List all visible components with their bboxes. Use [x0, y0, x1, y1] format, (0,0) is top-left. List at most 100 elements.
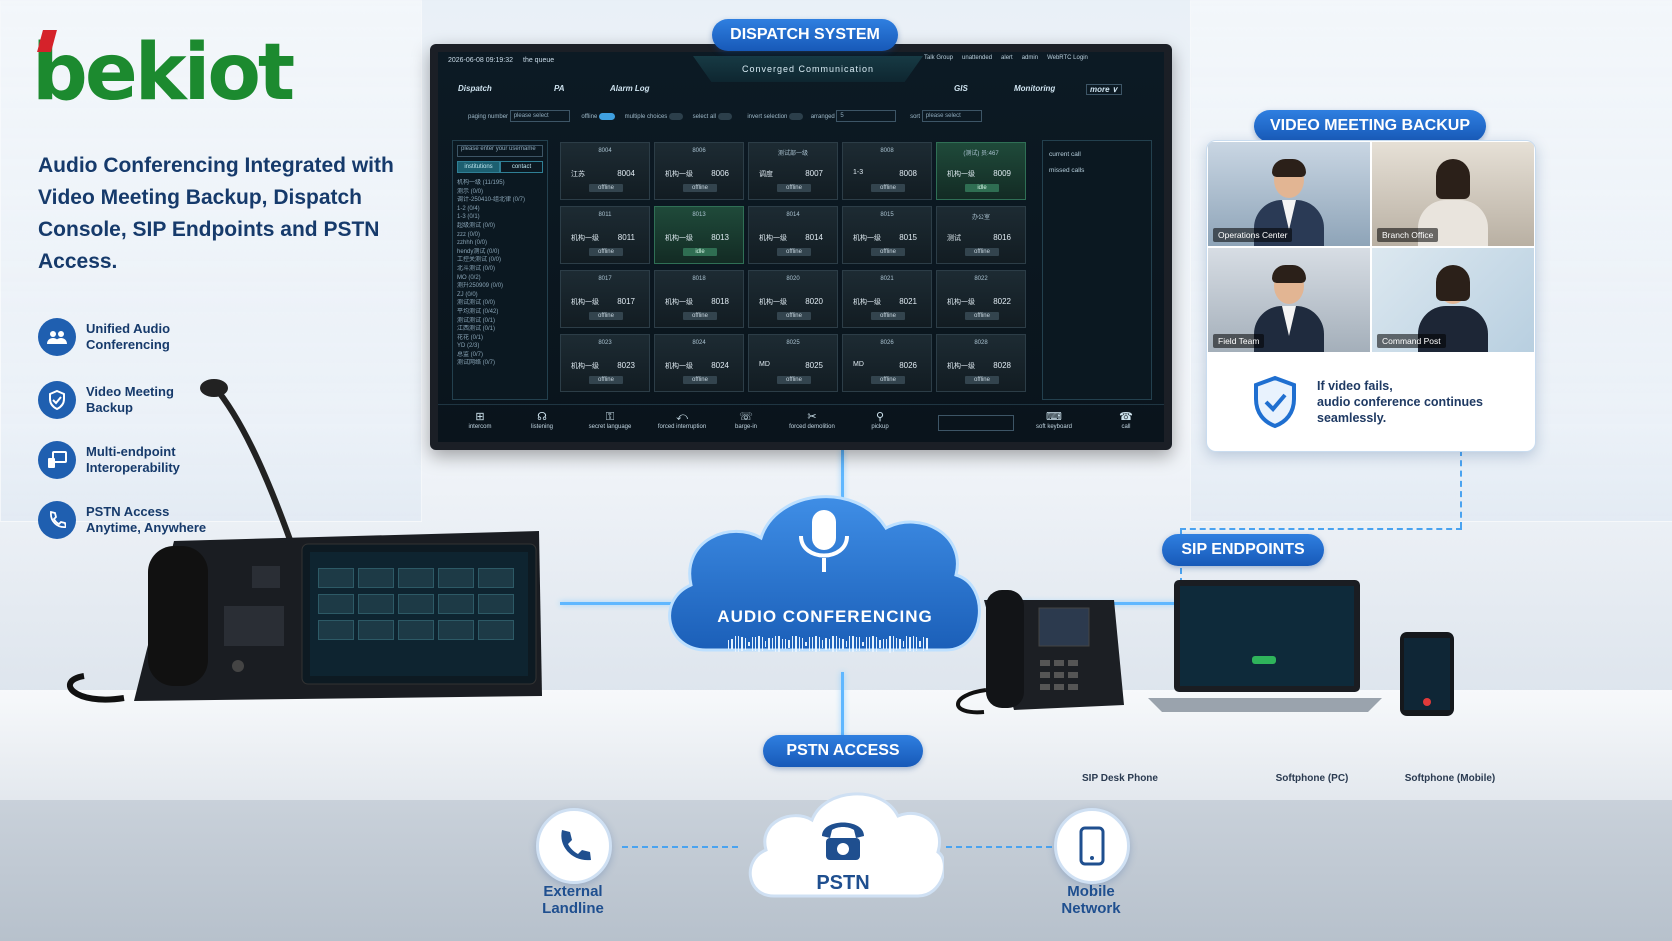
video-tile-branch[interactable]: Branch Office: [1372, 142, 1534, 246]
tab-gis[interactable]: GIS: [954, 84, 968, 93]
group-item[interactable]: 平均测试 (0/42): [457, 308, 499, 315]
username-search-input[interactable]: please enter your username: [457, 145, 543, 157]
waveform-bar: [869, 637, 871, 651]
extension-name: MD: [759, 361, 770, 368]
talk-group-link[interactable]: Talk Group: [924, 55, 954, 61]
secret-language-button[interactable]: ⚿secret language: [580, 411, 640, 430]
current-call-item[interactable]: current call: [1049, 151, 1081, 158]
extension-code: 测试部一级: [777, 151, 808, 157]
video-tile-operations[interactable]: Operations Center: [1208, 142, 1370, 246]
pickup-button[interactable]: ⚲pickup: [850, 411, 910, 430]
group-item[interactable]: 测示 (0/0): [457, 188, 484, 195]
softphone-pc-caption: Softphone (PC): [1275, 773, 1349, 784]
landline-icon-circle: [536, 808, 612, 884]
group-item[interactable]: zzhhh (0/0): [457, 240, 488, 247]
alert-link[interactable]: alert: [1001, 55, 1013, 61]
queue-indicator[interactable]: the queue: [523, 56, 555, 64]
webrtc-login[interactable]: WebRTC Login: [1047, 55, 1088, 61]
tab-institutions[interactable]: institutions: [457, 161, 500, 173]
connector-monitor-cloud: [841, 450, 844, 508]
extension-code: 8025: [786, 340, 800, 346]
group-item[interactable]: 测升250909 (0/0): [457, 283, 504, 290]
extension-number: 8008: [899, 169, 917, 178]
extension-name: 机构一级: [665, 171, 693, 178]
group-item[interactable]: 调计-250410-组北律 (0/7): [457, 197, 526, 204]
phone-icon: [38, 501, 76, 539]
tab-monitoring[interactable]: Monitoring: [1014, 84, 1056, 93]
listening-button[interactable]: ☊listening: [512, 411, 572, 430]
multiple-choices-toggle[interactable]: [668, 112, 683, 120]
tab-more[interactable]: more ∨: [1086, 84, 1122, 95]
extension-status: offline: [683, 184, 717, 192]
waveform-bar: [879, 639, 881, 649]
call-button[interactable]: ☎call: [1096, 411, 1156, 430]
barge-in-button[interactable]: ☏barge-in: [716, 411, 776, 430]
group-item[interactable]: 总监 (0/7): [457, 351, 484, 358]
group-item[interactable]: 测试网络 (0/7): [457, 360, 496, 367]
offline-toggle[interactable]: [598, 112, 615, 120]
tab-contact[interactable]: contact: [500, 161, 543, 173]
select-all-toggle[interactable]: [717, 112, 732, 120]
group-item[interactable]: 1-3 (0/1): [457, 214, 480, 221]
admin-user[interactable]: admin: [1021, 55, 1039, 61]
group-item[interactable]: YD (2/3): [457, 343, 480, 350]
video-tile-field[interactable]: Field Team: [1208, 248, 1370, 352]
tab-dispatch[interactable]: Dispatch: [458, 84, 492, 93]
intercom-button[interactable]: ⊞intercom: [450, 411, 510, 430]
group-item[interactable]: 江西测试 (0/1): [457, 326, 496, 333]
group-item[interactable]: ZJ (0/0): [457, 291, 478, 298]
soft-keyboard-button[interactable]: ⌨soft keyboard: [1024, 411, 1084, 430]
group-item[interactable]: 花花 (0/1): [457, 334, 484, 341]
sort-select[interactable]: please select: [921, 110, 982, 122]
extension-code: (测试) 员:467: [963, 151, 999, 157]
paging-number-select[interactable]: please select: [509, 110, 570, 122]
unattended-link[interactable]: unattended: [962, 55, 993, 61]
group-item[interactable]: hendy测试 (0/0): [457, 248, 500, 255]
forced-interruption-button[interactable]: ⤺forced interruption: [652, 411, 712, 430]
sip-desk-phone-caption: SIP Desk Phone: [1082, 773, 1158, 784]
waveform-bar: [798, 637, 800, 651]
extension-name: 机构一级: [853, 299, 881, 306]
arranged-select[interactable]: 5: [836, 110, 897, 122]
waveform-bar: [785, 639, 787, 649]
group-item[interactable]: 测试测试 (0/0): [457, 300, 496, 307]
missed-calls-item[interactable]: missed calls: [1049, 167, 1085, 174]
video-tile-command[interactable]: Command Post: [1372, 248, 1534, 352]
invert-selection-toggle[interactable]: [789, 112, 804, 120]
group-item[interactable]: 1-2 (0/4): [457, 205, 480, 212]
console-input-box[interactable]: [938, 415, 1014, 431]
group-item[interactable]: 超级测试 (0/0): [457, 222, 496, 229]
tab-pa[interactable]: PA: [554, 84, 565, 93]
group-item[interactable]: zzz (0/0): [457, 231, 481, 238]
extension-name: 机构一级: [853, 235, 881, 242]
tab-alarm-log[interactable]: Alarm Log: [610, 84, 650, 93]
group-item[interactable]: 机构一级 (11/195): [457, 180, 505, 186]
group-item[interactable]: 工控关测试 (0/0): [457, 257, 502, 264]
mini-screen-tile: [398, 594, 434, 614]
group-item[interactable]: 北斗测试 (0/0): [457, 265, 496, 272]
group-item[interactable]: MO (0/2): [457, 274, 481, 281]
group-item[interactable]: 测试测试 (0/1): [457, 317, 496, 324]
forced-demolition-button[interactable]: ✂forced demolition: [782, 411, 842, 430]
connector-pstn-right: [946, 846, 1052, 848]
